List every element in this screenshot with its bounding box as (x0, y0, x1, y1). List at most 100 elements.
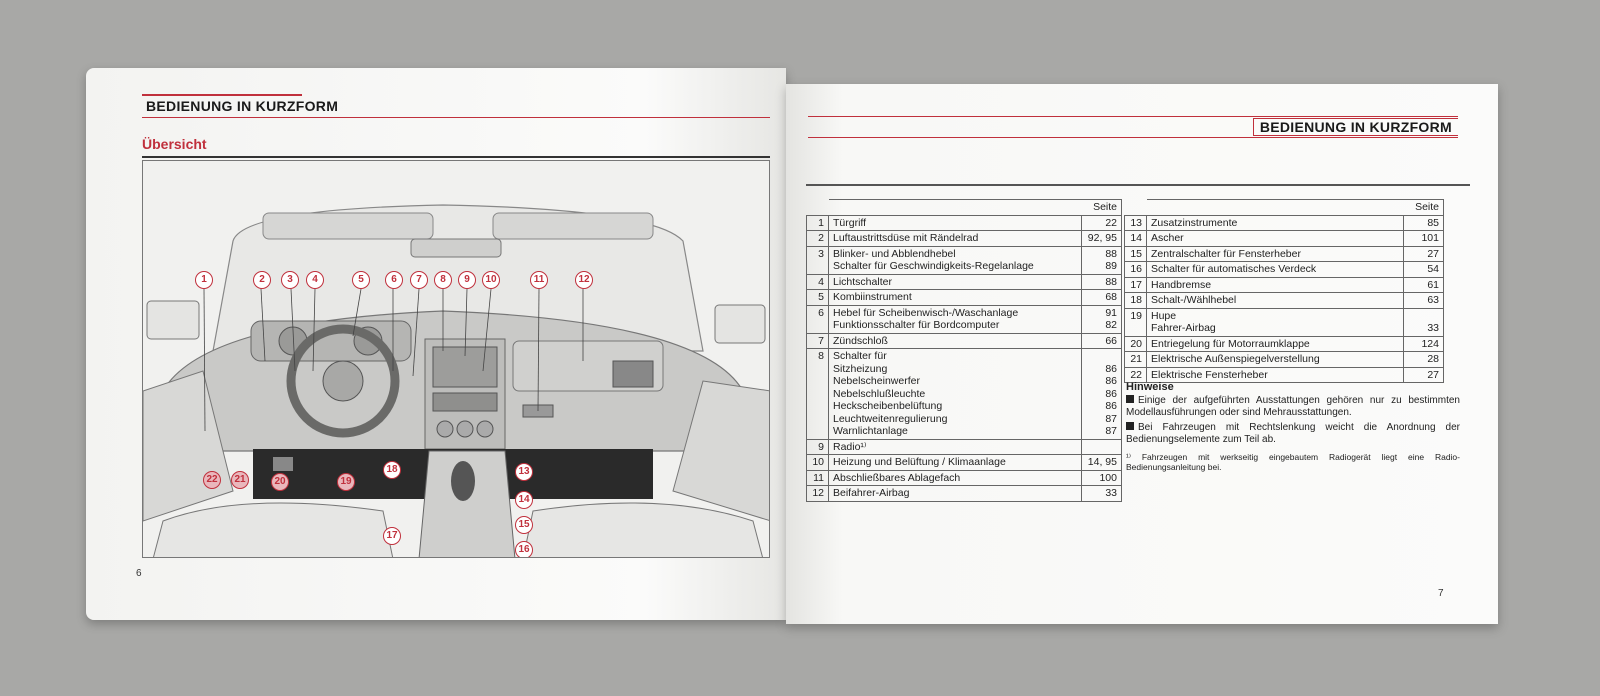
callout-7: 7 (410, 271, 428, 289)
item-description: Kombiinstrument (828, 289, 1082, 306)
description-line: Hupe (1151, 309, 1177, 322)
item-description: Radio¹⁾ (828, 438, 1082, 455)
description-line: Ascher (1151, 232, 1184, 244)
description-line: Elektrische Außenspiegelverstellung (1151, 353, 1320, 365)
description-line: Hebel für Scheibenwisch-/Waschanlage (833, 306, 1019, 319)
item-number: 19 (1124, 307, 1147, 337)
page-ref: 86 (1105, 375, 1117, 387)
page-ref: 22 (1105, 216, 1117, 229)
item-number: 18 (1124, 292, 1147, 309)
item-description: Türgriff (828, 214, 1082, 231)
item-number: 10 (806, 454, 829, 471)
description-line: Luftaustrittsdüse mit Rändelrad (833, 232, 979, 244)
description-line: Schalter für Geschwindigkeits-Regelanlag… (833, 260, 1034, 272)
page-number: 6 (136, 568, 142, 579)
car-interior-drawing (143, 204, 769, 557)
page-column-header: Seite (1081, 199, 1122, 216)
description-line: Entriegelung für Motorraumklappe (1151, 337, 1310, 350)
description-line: Heckscheibenbelüftung (833, 400, 943, 412)
page-ref: 87 (1105, 425, 1117, 437)
item-page (1081, 438, 1122, 455)
description-line: Schalter für (833, 350, 887, 362)
callout-4: 4 (306, 271, 324, 289)
callout-19: 19 (337, 473, 355, 491)
item-description: Lichtschalter (828, 273, 1082, 290)
note-item: Bei Fahrzeugen mit Rechtslenkung weicht … (1126, 422, 1460, 445)
item-number: 13 (1124, 214, 1147, 231)
callout-5: 5 (352, 271, 370, 289)
description-line: Abschließbares Ablagefach (833, 471, 961, 484)
item-page: 85 (1403, 214, 1444, 231)
callout-15: 15 (515, 516, 533, 534)
item-description: Elektrische Außenspiegelverstellung (1146, 351, 1404, 368)
page-ref: 86 (1105, 400, 1117, 412)
description-line: Nebelschlußleuchte (833, 387, 926, 400)
item-description: Abschließbares Ablagefach (828, 469, 1082, 486)
description-line: Zusatzinstrumente (1151, 216, 1238, 229)
note-item: Einige der aufgeführten Ausstattungen ge… (1126, 395, 1460, 418)
dashboard-illustration: 1 2 3 4 5 6 7 8 9 10 11 12 13 14 15 16 1… (142, 160, 770, 558)
notes-section: Hinweise Einige der aufgeführten Ausstat… (1126, 381, 1460, 475)
item-description: Elektrische Fensterheber (1146, 366, 1404, 383)
callout-22: 22 (203, 471, 221, 489)
description-line: Funktionsschalter für Bordcomputer (833, 319, 1000, 331)
callout-16: 16 (515, 541, 533, 557)
callout-12: 12 (575, 271, 593, 289)
item-number: 7 (806, 332, 829, 349)
description-line: Fahrer-Airbag (1151, 322, 1216, 334)
page-ref: 27 (1427, 247, 1439, 260)
item-page: 33 (1403, 307, 1444, 337)
item-number: 9 (806, 438, 829, 455)
section-title: Übersicht (142, 136, 207, 152)
page-ref: 88 (1105, 275, 1117, 288)
item-number: 1 (806, 214, 829, 231)
description-line: Zündschloß (833, 334, 888, 347)
bullet-square-icon (1126, 395, 1134, 403)
description-line: Elektrische Fensterheber (1151, 368, 1268, 381)
page-ref: 27 (1427, 368, 1439, 381)
item-description: Schalter für automatisches Verdeck (1146, 261, 1404, 278)
item-number: 22 (1124, 366, 1147, 383)
item-number: 6 (806, 304, 829, 334)
page-ref: 61 (1427, 278, 1439, 291)
page-ref: 92, 95 (1087, 232, 1117, 244)
callout-14: 14 (515, 491, 533, 509)
page-ref: 14, 95 (1087, 456, 1117, 468)
footnote: ¹⁾ Fahrzeugen mit werkseitig eingebautem… (1126, 452, 1460, 472)
callout-3: 3 (281, 271, 299, 289)
page-ref: 124 (1421, 337, 1439, 350)
item-page: 101 (1403, 230, 1444, 247)
description-line: Handbremse (1151, 278, 1212, 291)
page-ref: 66 (1105, 334, 1117, 347)
page-ref: 89 (1105, 260, 1117, 272)
description-line: Lichtschalter (833, 275, 892, 288)
open-manual: BEDIENUNG IN KURZFORM Übersicht (86, 64, 1506, 624)
item-page: 66 (1081, 332, 1122, 349)
item-page: 63 (1403, 292, 1444, 309)
description-line: Schalt-/Wählhebel (1151, 294, 1237, 306)
description-line: Warnlichtanlage (833, 425, 908, 437)
page-ref: 63 (1427, 294, 1439, 306)
callout-18: 18 (383, 461, 401, 479)
description-line: Beifahrer-Airbag (833, 487, 910, 499)
callout-8: 8 (434, 271, 452, 289)
item-description: Heizung und Belüftung / Klimaanlage (828, 454, 1082, 471)
table-row: 18 Schalt-/Wählhebel 63 (1124, 292, 1444, 309)
item-page: 54 (1403, 261, 1444, 278)
item-description: Zündschloß (828, 332, 1082, 349)
item-number: 3 (806, 245, 829, 275)
page-ref (1086, 350, 1117, 363)
description-line: Schalter für automatisches Verdeck (1151, 263, 1317, 275)
